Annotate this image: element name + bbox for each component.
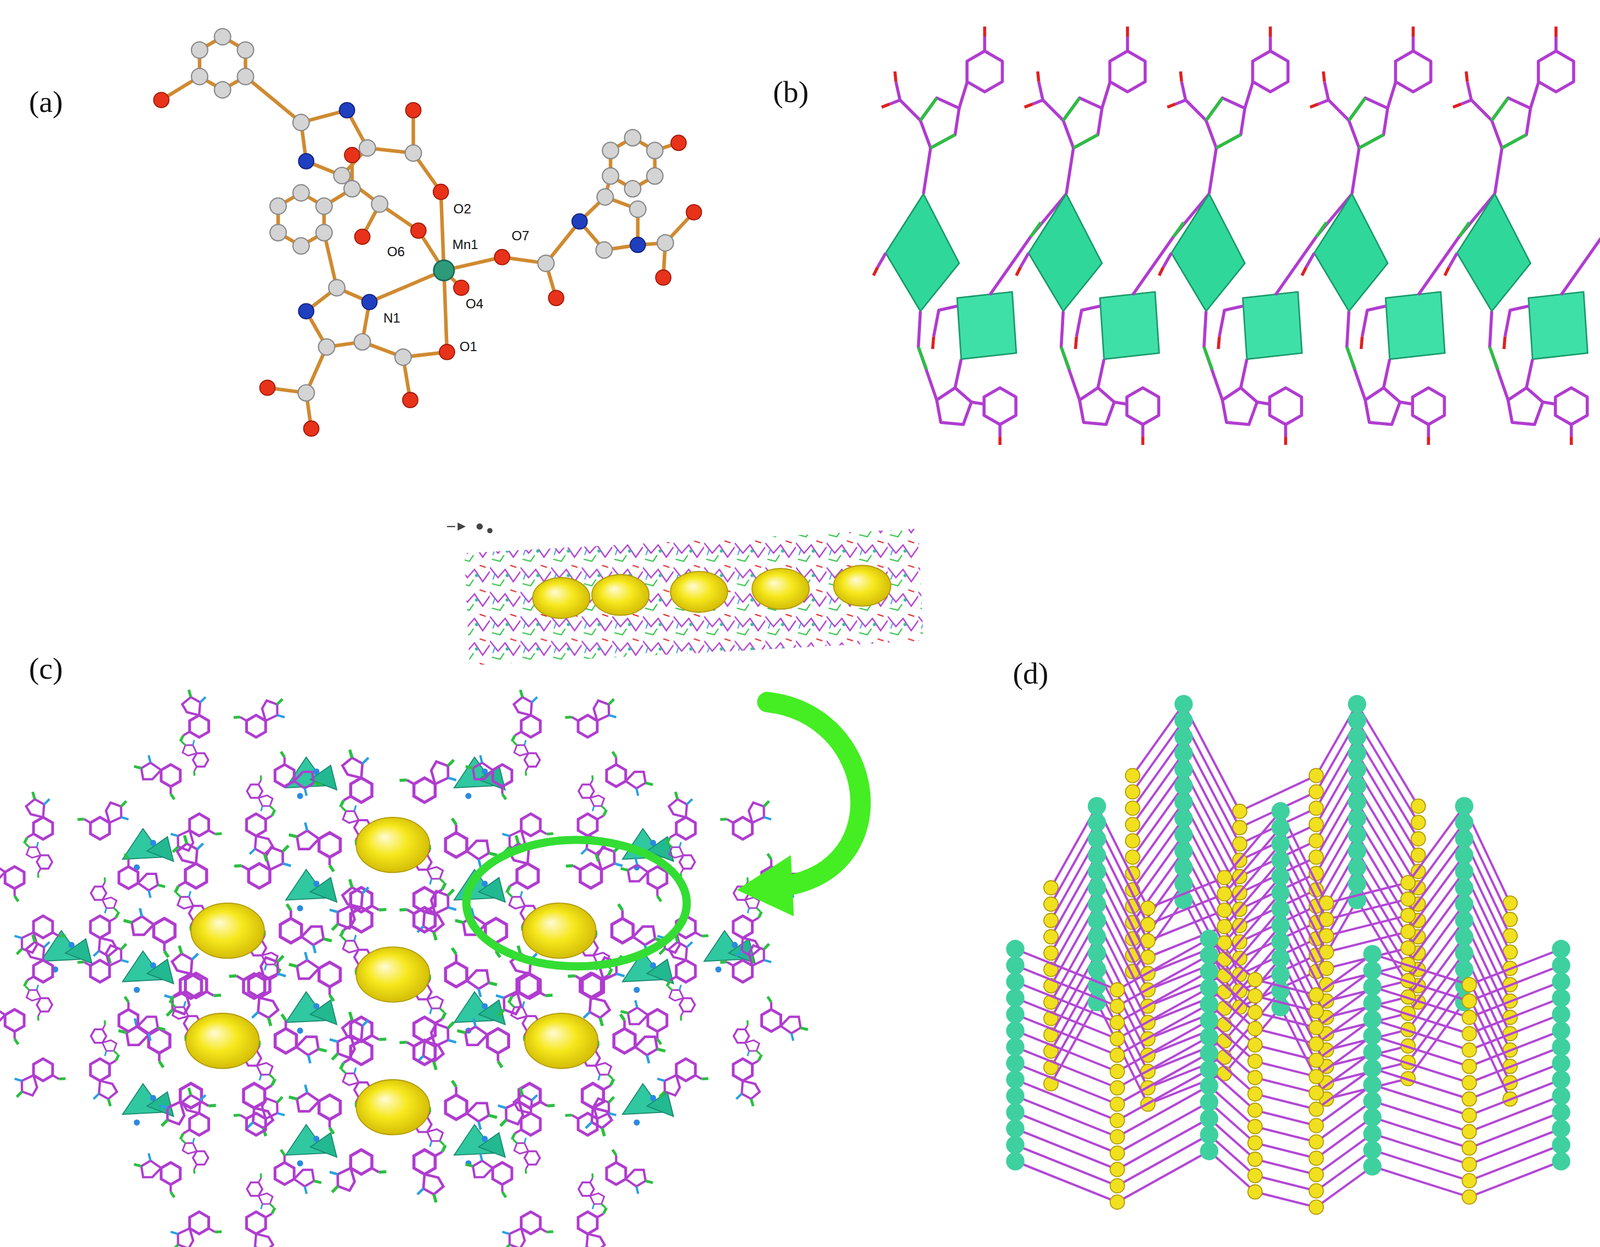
panel-label: (d) bbox=[1012, 658, 1049, 689]
atom-label: O6 bbox=[385, 245, 407, 259]
atom-label: O7 bbox=[510, 229, 531, 243]
atom-label: O1 bbox=[458, 340, 479, 354]
atom-label: Mn1 bbox=[450, 238, 480, 252]
panel-label: (b) bbox=[772, 76, 809, 108]
channel-side-view bbox=[447, 523, 924, 666]
polyhedral-chain bbox=[873, 26, 1600, 445]
curved-arrow bbox=[736, 702, 861, 917]
atom-label: N1 bbox=[381, 311, 403, 325]
panel-label: (a) bbox=[29, 86, 64, 118]
atom-label: O4 bbox=[464, 297, 485, 311]
ball-and-stick-model bbox=[153, 28, 702, 437]
panel-label: (c) bbox=[29, 653, 64, 684]
framework-projection bbox=[0, 682, 808, 1247]
topology-net bbox=[1005, 694, 1571, 1215]
atom-label: O2 bbox=[451, 202, 473, 216]
